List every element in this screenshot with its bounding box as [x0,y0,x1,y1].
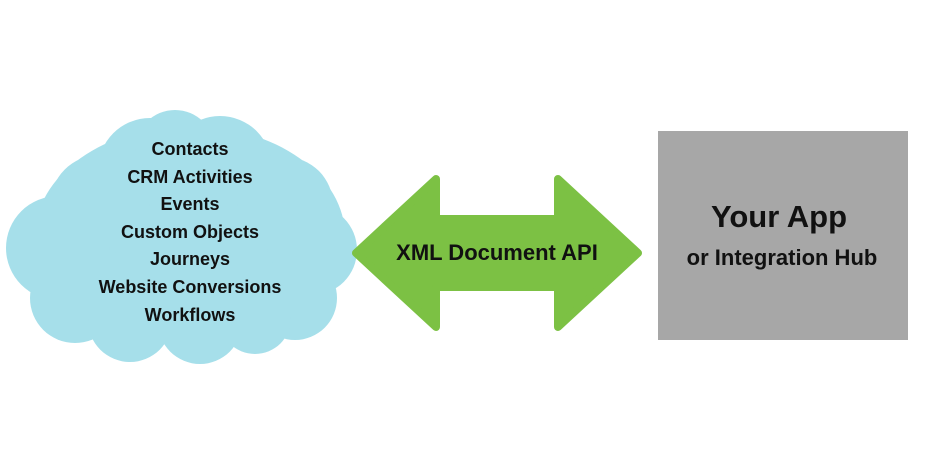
cloud-item-list: Contacts CRM Activities Events Custom Ob… [99,139,282,325]
double-arrow: XML Document API [352,175,642,331]
cloud-item-crm-activities: CRM Activities [127,167,252,187]
cloud-item-custom-objects: Custom Objects [121,222,259,242]
app-box-subtitle: or Integration Hub [687,245,878,270]
double-arrow-shape [352,175,642,331]
cloud-item-contacts: Contacts [151,139,228,159]
app-box-background [658,131,908,340]
cloud-item-website-conversions: Website Conversions [99,277,282,297]
arrow-label: XML Document API [396,240,598,265]
app-box-title: Your App [711,199,847,234]
cloud-shape [6,110,357,364]
app-box: Your App or Integration Hub [658,131,908,340]
cloud-item-journeys: Journeys [150,249,230,269]
cloud-item-workflows: Workflows [145,305,236,325]
data-source-cloud: Contacts CRM Activities Events Custom Ob… [6,110,357,364]
cloud-item-events: Events [160,194,219,214]
